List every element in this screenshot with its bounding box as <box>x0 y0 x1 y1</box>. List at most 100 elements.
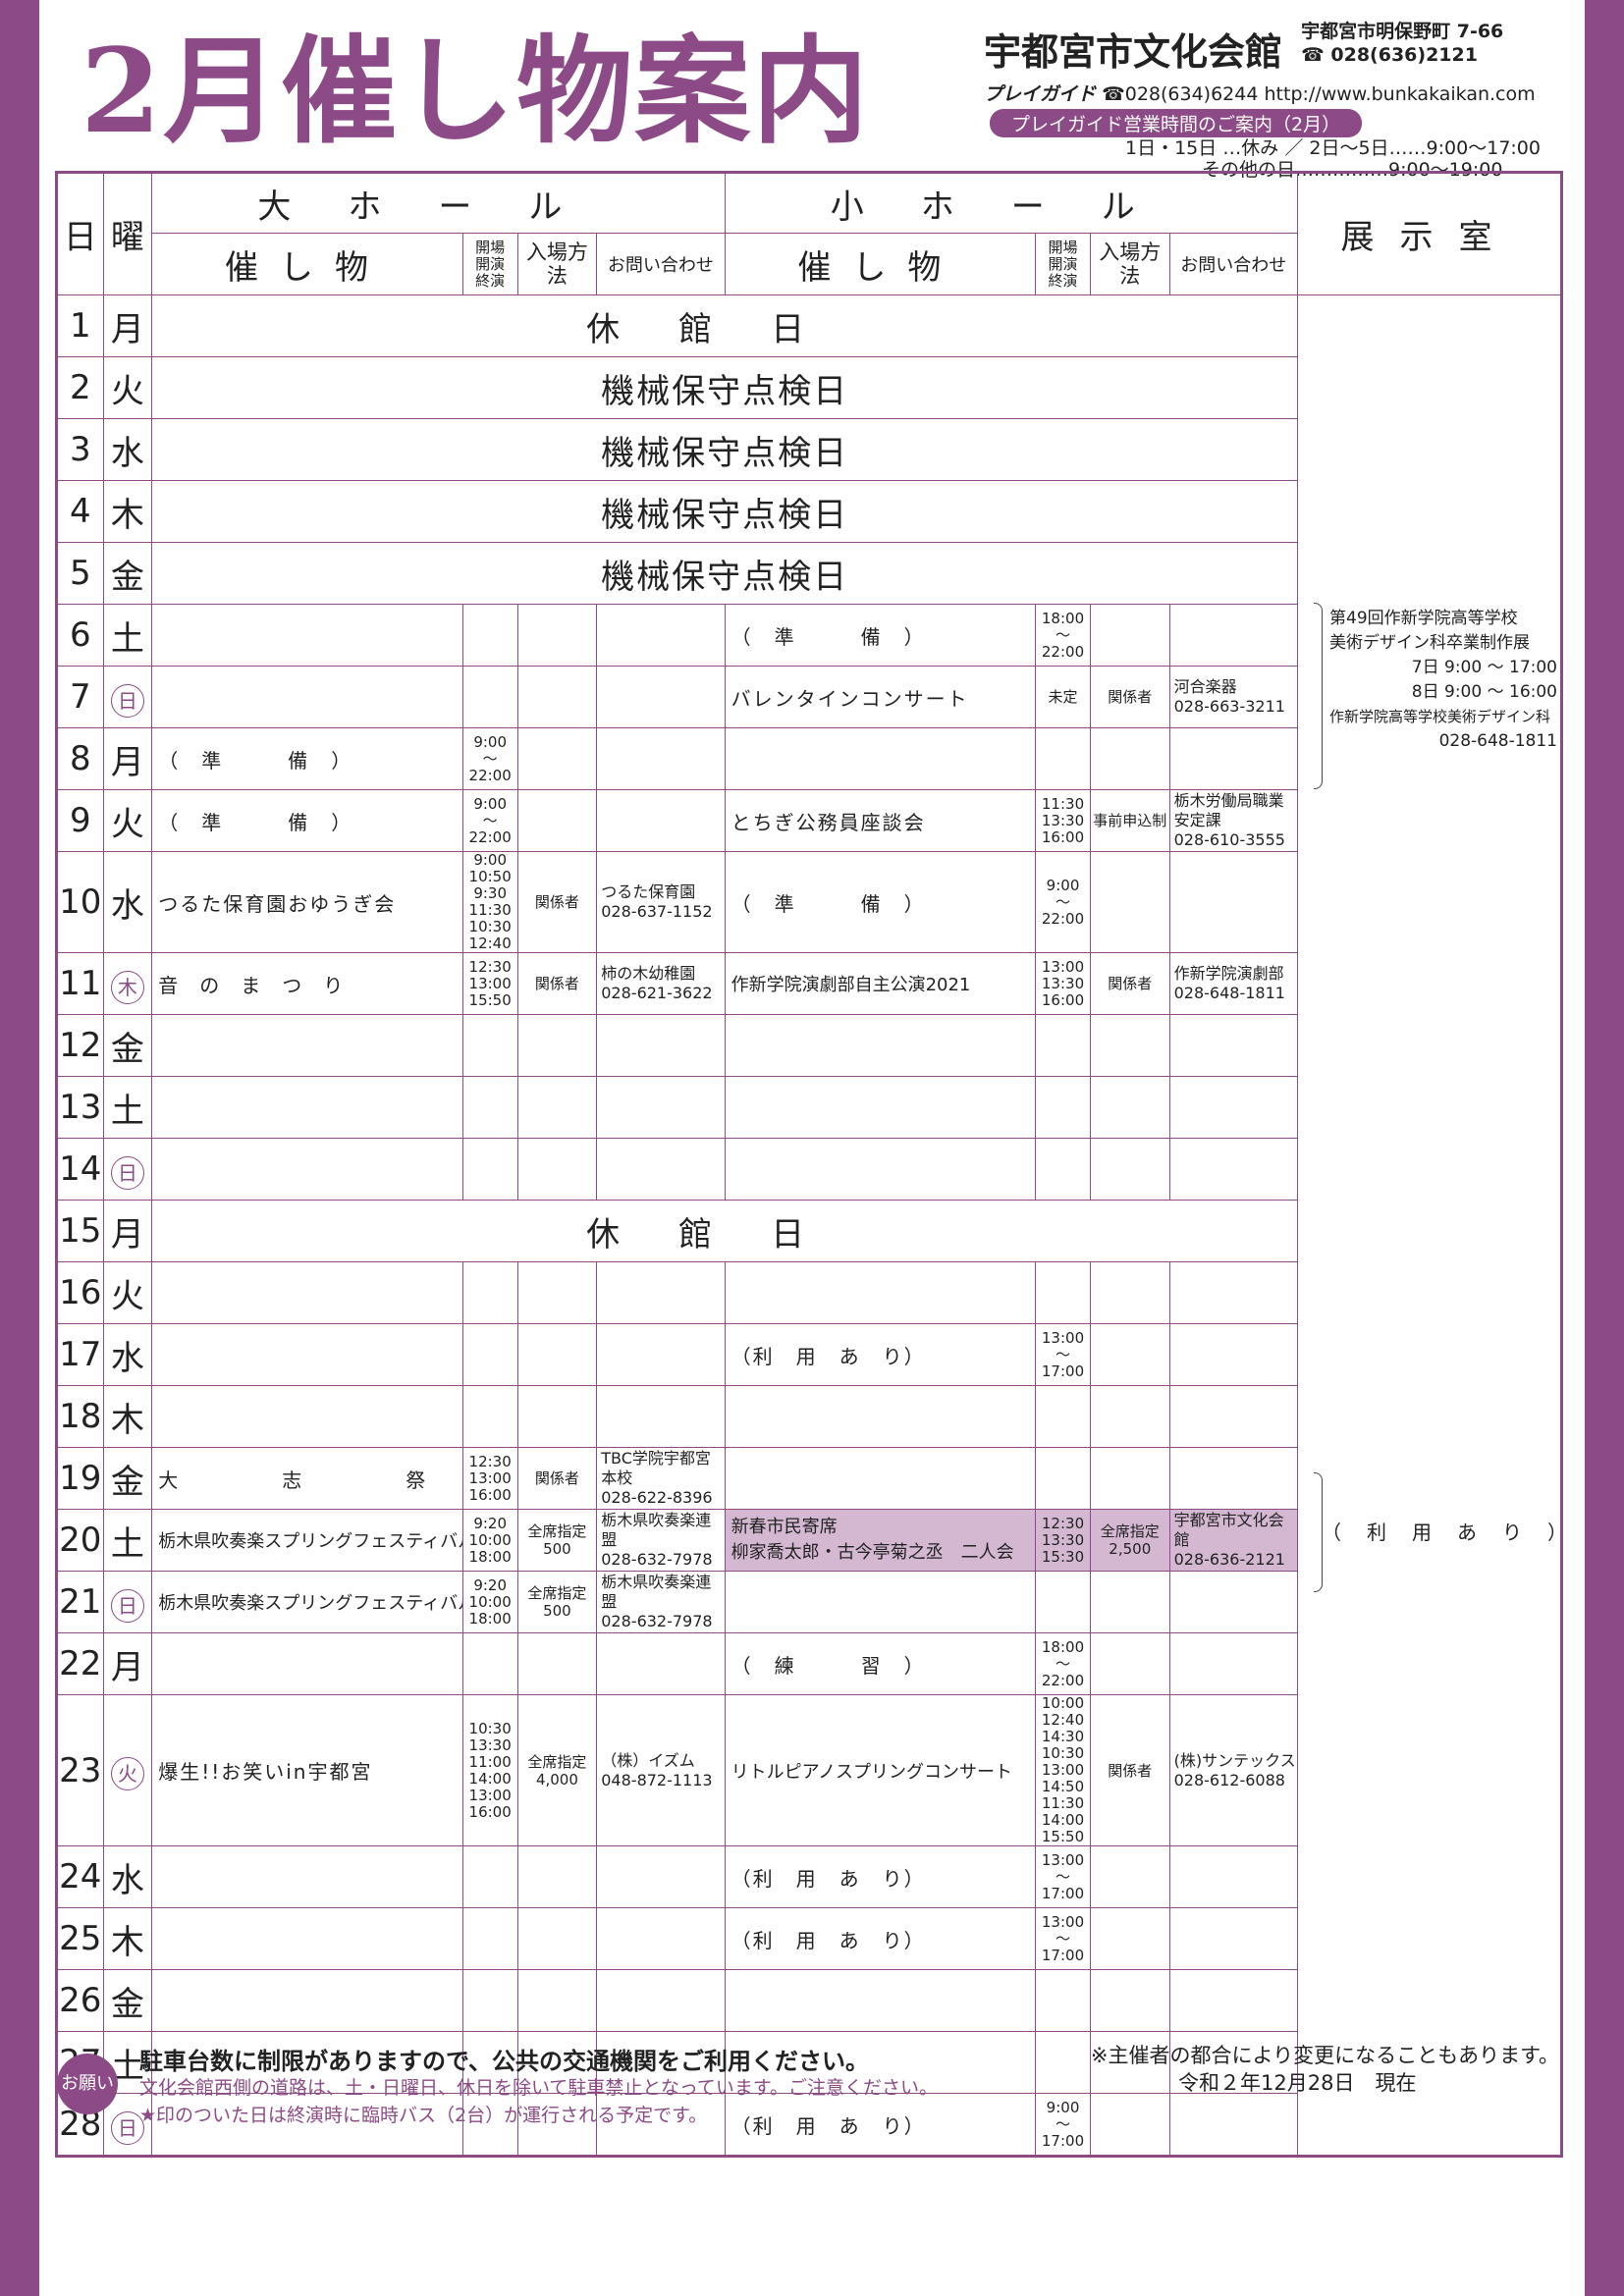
notice-line-1: 駐車台数に制限がありますので、公共の交通機関をご利用ください。 <box>139 2048 870 2075</box>
large-hall-event <box>151 2093 463 2157</box>
small-hall-event <box>724 1447 1037 1510</box>
large-hall-admission <box>516 1014 598 1077</box>
holiday-weekday-circle: 日 <box>110 1588 144 1623</box>
day-number: 23 <box>56 1694 104 1846</box>
large-hall-contact: 栃木県吹奏楽連盟 028-632-7978 <box>596 1509 726 1572</box>
small-hall-event: （利 用 あ り） <box>724 1845 1037 1908</box>
col-times-large: 開場開演終演 <box>461 233 518 295</box>
small-hall-admission <box>1089 851 1170 953</box>
large-hall-event <box>151 604 463 667</box>
large-hall-admission <box>516 604 598 667</box>
small-hall-contact: (株)サンテックス 028-612-6088 <box>1168 1694 1298 1846</box>
day-number: 15 <box>56 1200 104 1262</box>
small-hall-contact <box>1168 1014 1298 1077</box>
small-hall-times: 13:00 〜 17:00 <box>1035 1323 1091 1386</box>
large-hall-times <box>461 1907 518 1970</box>
large-hall-admission <box>516 1385 598 1448</box>
small-hall-times <box>1035 1571 1091 1633</box>
large-hall-admission: 全席指定 500 <box>516 1571 598 1633</box>
large-hall-contact <box>596 789 726 852</box>
day-number: 7 <box>56 666 104 728</box>
large-hall-event <box>151 666 463 728</box>
small-hall-contact <box>1168 1632 1298 1695</box>
weekday: 月 <box>102 1632 153 1695</box>
full-day-status: 機械保守点検日 <box>151 542 1298 605</box>
large-hall-times <box>461 1323 518 1386</box>
weekday: 木 <box>102 952 153 1015</box>
col-admission-small: 入場方法 <box>1089 233 1170 295</box>
large-hall-times <box>461 1632 518 1695</box>
exhibit-organizer: 作新学院高等学校美術デザイン科 <box>1329 708 1551 725</box>
website-link[interactable]: http://www.bunkakaikan.com <box>1264 83 1536 105</box>
holiday-weekday-circle: 日 <box>110 683 144 718</box>
small-hall-event: （利 用 あ り） <box>724 1323 1037 1386</box>
small-hall-admission <box>1089 1076 1170 1139</box>
small-hall-contact <box>1168 727 1298 790</box>
small-hall-contact <box>1168 1845 1298 1908</box>
large-hall-event <box>151 1385 463 1448</box>
small-hall-event: バレンタインコンサート <box>724 666 1037 728</box>
small-hall-times <box>1035 727 1091 790</box>
day-number: 2 <box>56 356 104 419</box>
weekday: 土 <box>102 1509 153 1572</box>
large-hall-admission <box>516 1323 598 1386</box>
large-hall-admission <box>516 2031 598 2094</box>
small-hall-admission: 関係者 <box>1089 666 1170 728</box>
small-hall-event: （利 用 あ り） <box>724 2093 1037 2157</box>
small-hall-event <box>724 1014 1037 1077</box>
day-number: 22 <box>56 1632 104 1695</box>
weekday: 水 <box>102 851 153 953</box>
venue-contact: 宇都宮市明保野町 7-66 ☎ 028(636)2121 <box>1301 20 1503 67</box>
small-hall-event: （利 用 あ り） <box>724 1907 1037 1970</box>
small-hall-times <box>1035 1385 1091 1448</box>
hours-line-1: 1日・15日 …休み ／ 2日〜5日……9:00〜17:00 <box>1125 137 1541 159</box>
large-hall-times: 12:30 13:00 16:00 <box>461 1447 518 1510</box>
small-hall-times: 13:00 〜 17:00 <box>1035 1845 1091 1908</box>
header-row-2: 催し物 開場開演終演 入場方法 お問い合わせ 催し物 開場開演終演 入場方法 お… <box>57 233 1562 295</box>
large-hall-contact <box>596 604 726 667</box>
small-hall-event <box>724 1138 1037 1201</box>
small-hall-admission <box>1089 1632 1170 1695</box>
small-hall-contact <box>1168 851 1298 953</box>
large-hall-admission <box>516 2093 598 2157</box>
full-day-status: 休館日 <box>151 1200 1298 1262</box>
weekday: 土 <box>102 1076 153 1139</box>
large-hall-times: 9:20 10:00 18:00 <box>461 1571 518 1633</box>
large-hall-event <box>151 1907 463 1970</box>
small-hall-event: （ 準 備 ） <box>724 604 1037 667</box>
large-hall-times <box>461 604 518 667</box>
day-number: 4 <box>56 480 104 543</box>
day-number: 5 <box>56 542 104 605</box>
large-hall-contact: （株）イズム 048-872-1113 <box>596 1694 726 1846</box>
large-hall-contact: つるた保育園 028-637-1152 <box>596 851 726 953</box>
small-hall-admission <box>1089 1385 1170 1448</box>
small-hall-contact <box>1168 2093 1298 2157</box>
weekday: 火 <box>102 789 153 852</box>
col-large-hall: 大ホール <box>151 172 726 234</box>
large-hall-admission <box>516 1261 598 1324</box>
large-hall-admission: 関係者 <box>516 952 598 1015</box>
day-number: 10 <box>56 851 104 953</box>
large-hall-times: 9:00 〜 22:00 <box>461 789 518 852</box>
exhibit-time-2: 8日 9:00 〜 16:00 <box>1411 682 1557 702</box>
venue-address: 宇都宮市明保野町 7-66 <box>1301 21 1504 42</box>
day-number: 6 <box>56 604 104 667</box>
holiday-weekday-circle: 火 <box>110 1757 144 1790</box>
day-number: 9 <box>56 789 104 852</box>
small-hall-times: 10:00 12:40 14:30 10:30 13:00 14:50 11:3… <box>1035 1694 1091 1846</box>
large-hall-contact <box>596 1385 726 1448</box>
small-hall-contact <box>1168 1323 1298 1386</box>
weekday: 木 <box>102 480 153 543</box>
large-hall-times: 10:30 13:30 11:00 14:00 13:00 16:00 <box>461 1694 518 1846</box>
small-hall-event: 新春市民寄席 柳家喬太郎・古今亭菊之丞 二人会 <box>724 1509 1037 1572</box>
weekday: 火 <box>102 1261 153 1324</box>
large-hall-admission: 全席指定 4,000 <box>516 1694 598 1846</box>
weekday: 火 <box>102 1694 153 1846</box>
